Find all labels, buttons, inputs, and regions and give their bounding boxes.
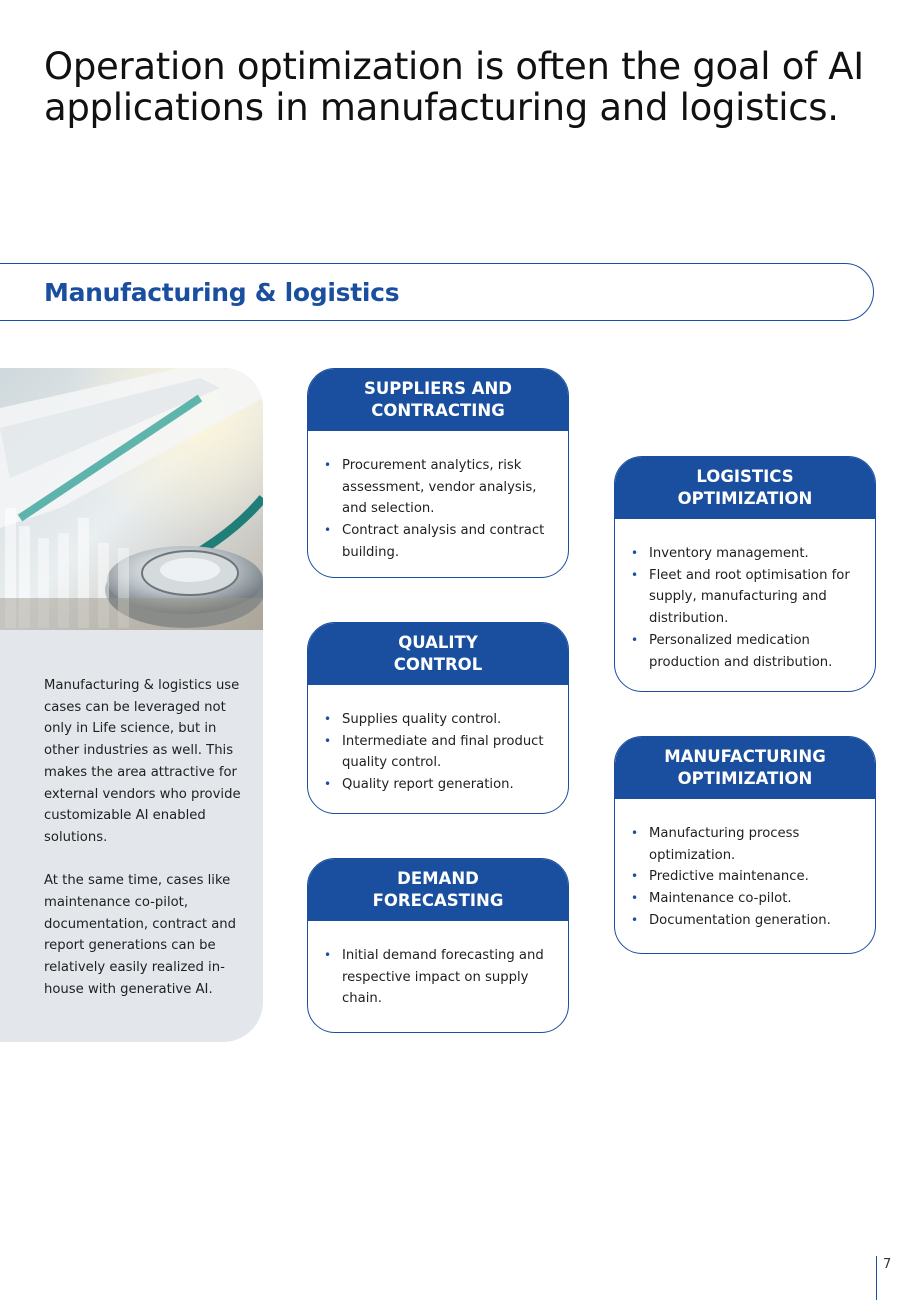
card-manufacturing-optimization: MANUFACTURING OPTIMIZATION Manufacturing… [614,736,876,954]
list-item: Manufacturing process optimization. [631,823,855,866]
list-item: Procurement analytics, risk assessment, … [324,455,548,520]
card-list: Inventory management. Fleet and root opt… [615,519,875,673]
list-item: Intermediate and final product quality c… [324,731,548,774]
list-item: Maintenance co-pilot. [631,888,855,910]
card-quality-control: QUALITY CONTROL Supplies quality control… [307,622,569,814]
card-title: SUPPLIERS AND CONTRACTING [363,379,512,420]
list-item: Supplies quality control. [324,709,548,731]
card-header: SUPPLIERS AND CONTRACTING [308,369,568,431]
card-logistics-optimization: LOGISTICS OPTIMIZATION Inventory managem… [614,456,876,692]
card-header: LOGISTICS OPTIMIZATION [615,457,875,519]
list-item: Contract analysis and contract building. [324,520,548,563]
card-header: MANUFACTURING OPTIMIZATION [615,737,875,799]
list-item: Predictive maintenance. [631,866,855,888]
list-item: Personalized medication production and d… [631,630,855,673]
page-number: 7 [876,1256,891,1300]
card-list: Manufacturing process optimization. Pred… [615,799,875,932]
stethoscope-photo [0,368,263,630]
card-list: Procurement analytics, risk assessment, … [308,431,568,564]
page-title: Operation optimization is often the goal… [44,45,864,129]
side-panel-text: Manufacturing & logistics use cases can … [44,675,244,1022]
section-title: Manufacturing & logistics [44,278,400,307]
side-paragraph: At the same time, cases like maintenance… [44,873,237,997]
card-list: Initial demand forecasting and respectiv… [308,921,568,1010]
side-paragraph: Manufacturing & logistics use cases can … [44,678,241,845]
card-title: LOGISTICS OPTIMIZATION [677,467,813,508]
card-list: Supplies quality control. Intermediate a… [308,685,568,796]
card-title: QUALITY CONTROL [393,633,483,674]
section-header-bar [0,263,874,321]
side-panel [0,368,263,1042]
list-item: Quality report generation. [324,774,548,796]
list-item: Inventory management. [631,543,855,565]
card-header: DEMAND FORECASTING [308,859,568,921]
card-demand-forecasting: DEMAND FORECASTING Initial demand foreca… [307,858,569,1033]
card-title: MANUFACTURING OPTIMIZATION [664,747,826,788]
list-item: Fleet and root optimisation for supply, … [631,565,855,630]
card-header: QUALITY CONTROL [308,623,568,685]
list-item: Documentation generation. [631,910,855,932]
card-title: DEMAND FORECASTING [372,869,504,910]
list-item: Initial demand forecasting and respectiv… [324,945,548,1010]
card-suppliers-contracting: SUPPLIERS AND CONTRACTING Procurement an… [307,368,569,578]
